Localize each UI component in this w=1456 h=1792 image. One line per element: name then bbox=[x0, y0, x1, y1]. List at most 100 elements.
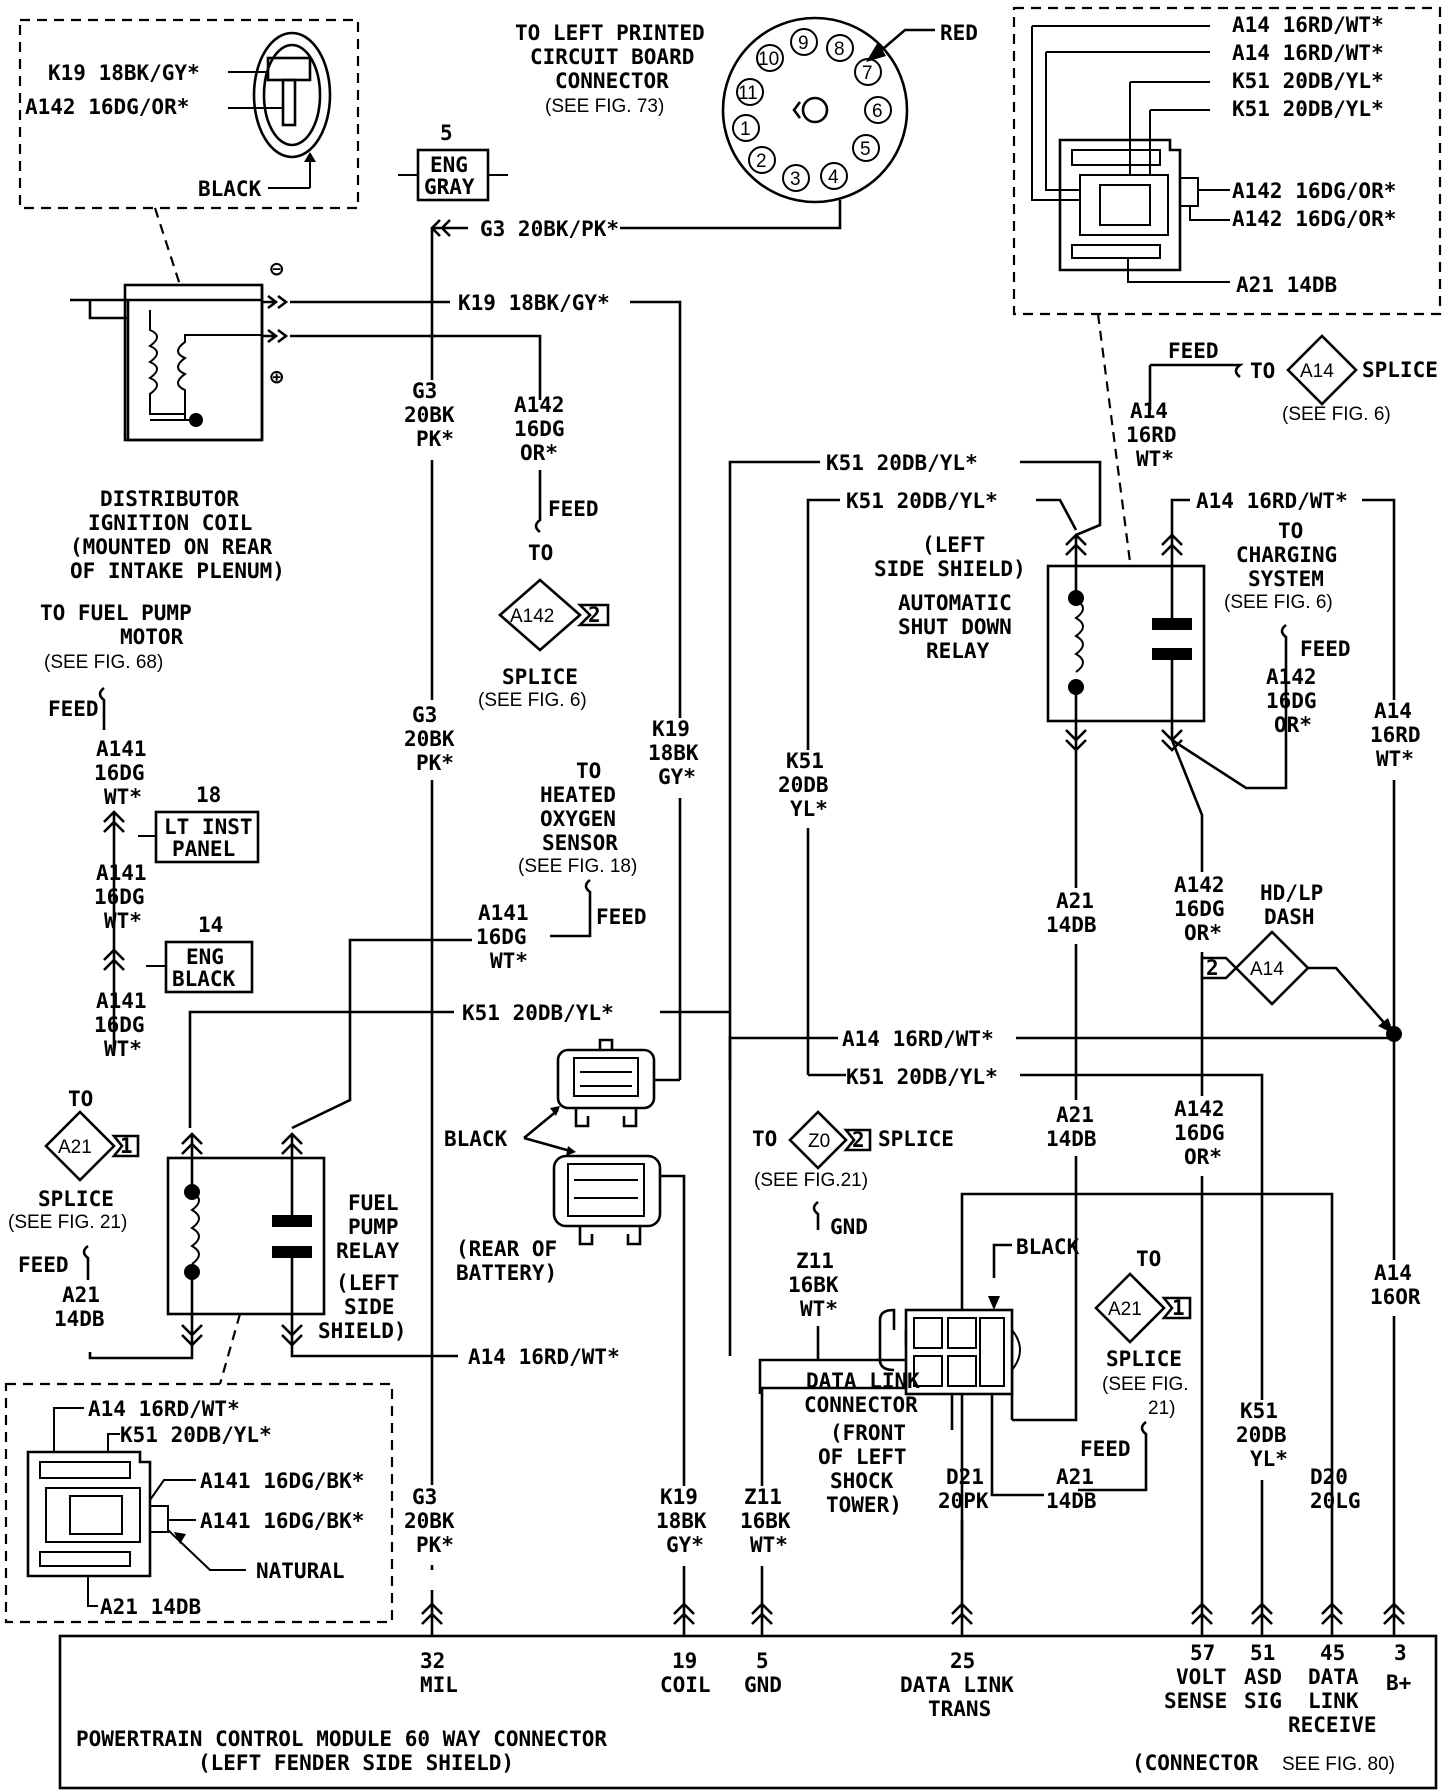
splice-a21l-wire-b: 14DB bbox=[54, 1307, 105, 1331]
wire-d21-b: 20PK bbox=[938, 1489, 989, 1513]
pcb-red-label: RED bbox=[940, 21, 978, 45]
linset-a21: A21 14DB bbox=[100, 1595, 201, 1619]
charging-a142-c: OR* bbox=[1274, 713, 1312, 737]
rinset-a142-a: A142 16DG/OR* bbox=[1232, 179, 1396, 203]
rinset-a142-b: A142 16DG/OR* bbox=[1232, 207, 1396, 231]
pcm-pin-25-label-2: TRANS bbox=[928, 1697, 991, 1721]
a141-w3-c: WT* bbox=[104, 1037, 142, 1061]
engblack-num: 14 bbox=[198, 913, 223, 937]
pcm-pin-57-label-1: VOLT bbox=[1176, 1665, 1227, 1689]
ltinst-num: 18 bbox=[196, 783, 221, 807]
pcm-connector: 32 MIL 19 COIL 5 GND 25 DATA LINK TRANS … bbox=[58, 1590, 1438, 1790]
fpr-loc-3: SHIELD) bbox=[318, 1319, 407, 1343]
pcm-pin-45-num: 45 bbox=[1320, 1641, 1345, 1665]
wire-a14-v2-b: 16RD bbox=[1370, 723, 1421, 747]
wire-a21-v3-b: 14DB bbox=[1046, 1489, 1097, 1513]
pcb-title-2: CIRCUIT BOARD bbox=[530, 45, 694, 69]
splice-a21-right: TO A21 1 SPLICE (SEE FIG. 21) FEED A21 1… bbox=[1046, 1247, 1192, 1513]
pcb-see: (SEE FIG. 73) bbox=[545, 96, 664, 117]
pcm-pin-45-label-3: RECEIVE bbox=[1288, 1713, 1377, 1737]
pcm-pin-19-label: COIL bbox=[660, 1673, 711, 1697]
wire-z11-v2-c: WT* bbox=[750, 1533, 788, 1557]
splice-a142: A142 2 SPLICE (SEE FIG. 6) bbox=[478, 578, 610, 711]
wire-a14-v1-b: 16RD bbox=[1126, 423, 1177, 447]
pcm-pin-25-num: 25 bbox=[950, 1649, 975, 1673]
splice-a142-num: 2 bbox=[588, 603, 601, 627]
battery-title-1: (REAR OF bbox=[456, 1237, 557, 1261]
asd-relay: (LEFT SIDE SHIELD) AUTOMATIC SHUT DOWN R… bbox=[874, 533, 1206, 790]
pcm-pin-5-num: 5 bbox=[756, 1649, 769, 1673]
oxy-title-1: TO bbox=[576, 759, 601, 783]
wire-z11-v2-b: 16BK bbox=[740, 1509, 791, 1533]
pcb-pin-10: 10 bbox=[758, 49, 779, 70]
splice-a21r-num: 1 bbox=[1172, 1296, 1185, 1320]
lt-inst-panel-connector: 18 LT INST PANEL bbox=[138, 783, 260, 864]
pcb-pin-5: 5 bbox=[860, 139, 871, 160]
pcm-pin-32-num: 32 bbox=[420, 1649, 445, 1673]
wire-g3-v3-c: PK* bbox=[416, 1533, 454, 1557]
eng-gray-line1: ENG bbox=[430, 153, 468, 177]
pcb-pin-2: 2 bbox=[756, 151, 767, 172]
splice-z0: TO Z0 2 SPLICE (SEE FIG.21) GND bbox=[752, 1110, 954, 1239]
asd-loc-1: (LEFT bbox=[922, 533, 985, 557]
fuel-pump-motor-ref: TO FUEL PUMP MOTOR (SEE FIG. 68) FEED bbox=[40, 601, 192, 730]
wire-a14-h3: A14 16RD/WT* bbox=[468, 1345, 620, 1369]
fpr-title-3: RELAY bbox=[336, 1239, 400, 1263]
fpr-title-2: PUMP bbox=[348, 1215, 399, 1239]
rinset-a14-b: A14 16RD/WT* bbox=[1232, 41, 1384, 65]
pcm-pin-32-label: MIL bbox=[420, 1673, 458, 1697]
wire-g3-v3-a: G3 bbox=[412, 1485, 437, 1509]
fpr-loc-1: (LEFT bbox=[336, 1271, 399, 1295]
wire-z11-v1-c: WT* bbox=[800, 1297, 838, 1321]
wire-k51-h3: K51 20DB/YL* bbox=[462, 1001, 614, 1025]
splice-a14-see: (SEE FIG. 6) bbox=[1282, 404, 1391, 425]
a141-w2-a: A141 bbox=[96, 861, 147, 885]
a141-w3-b: 16DG bbox=[94, 1013, 145, 1037]
charging-feed: FEED bbox=[1300, 637, 1351, 661]
a141-w1-b: 16DG bbox=[94, 761, 145, 785]
pcm-pin-19-num: 19 bbox=[672, 1649, 697, 1673]
pcm-pin-25-label-1: DATA LINK bbox=[900, 1673, 1014, 1697]
wire-k51-v2-c: YL* bbox=[1250, 1447, 1288, 1471]
wire-a21-v2-a: A21 bbox=[1056, 1103, 1094, 1127]
a141-w2-c: WT* bbox=[104, 909, 142, 933]
wire-a142-v3-c: OR* bbox=[1184, 921, 1222, 945]
pcb-pin-8: 8 bbox=[834, 39, 845, 60]
a141-w3-a: A141 bbox=[96, 989, 147, 1013]
asd-loc-2: SIDE SHIELD) bbox=[874, 557, 1026, 581]
wire-k19-top-label: K19 18BK/GY* bbox=[458, 291, 610, 315]
battery-connectors: BLACK (REAR OF BATTERY) bbox=[444, 1038, 662, 1285]
wire-a141-h-c: WT* bbox=[490, 949, 528, 973]
splice-a21l-feed: FEED bbox=[18, 1253, 69, 1277]
wire-z11-v2-a: Z11 bbox=[744, 1485, 782, 1509]
splice-a21r-to: TO bbox=[1136, 1247, 1161, 1271]
wire-a141-h-b: 16DG bbox=[476, 925, 527, 949]
charging-title-3: SYSTEM bbox=[1248, 567, 1324, 591]
wire-g3-v1-b: 20BK bbox=[404, 403, 455, 427]
pcb-pin-4: 4 bbox=[828, 167, 839, 188]
pcb-pin-7: 7 bbox=[862, 63, 873, 84]
coil-inset-a142-label: A142 16DG/OR* bbox=[25, 95, 189, 119]
pcm-location: (LEFT FENDER SIDE SHIELD) bbox=[198, 1751, 514, 1775]
wire-d21-a: D21 bbox=[946, 1465, 984, 1489]
wire-a21-v1-b: 14DB bbox=[1046, 913, 1097, 937]
wire-k19-v2-c: GY* bbox=[666, 1533, 704, 1557]
engblack-line1: ENG bbox=[186, 945, 224, 969]
charging-title-1: TO bbox=[1278, 519, 1303, 543]
battery-black-label: BLACK bbox=[444, 1127, 508, 1151]
fpm-title-1: TO FUEL PUMP bbox=[40, 601, 192, 625]
wire-a141-h-a: A141 bbox=[478, 901, 529, 925]
dlc-title-5: SHOCK bbox=[830, 1469, 894, 1493]
wire-a21-v3-a: A21 bbox=[1056, 1465, 1094, 1489]
pcm-pin-45-label-1: DATA bbox=[1308, 1665, 1359, 1689]
rinset-a14-a: A14 16RD/WT* bbox=[1232, 13, 1384, 37]
wire-a142-v-a: A142 bbox=[514, 393, 565, 417]
pcm-title: POWERTRAIN CONTROL MODULE 60 WAY CONNECT… bbox=[76, 1727, 607, 1751]
splice-a21l-to: TO bbox=[68, 1087, 93, 1111]
dlc-title-1: DATA LINK bbox=[806, 1369, 920, 1393]
data-link-connector: BLACK DATA LINK CONNECTOR (FRONT OF LEFT… bbox=[758, 1192, 1334, 1590]
wire-a14-v3-a: A14 bbox=[1374, 1261, 1412, 1285]
pcb-pin-3: 3 bbox=[790, 169, 801, 190]
splice-a21-left: TO A21 1 SPLICE (SEE FIG. 21) FEED A21 1… bbox=[8, 1087, 140, 1331]
fuel-pump-relay: FUEL PUMP RELAY (LEFT SIDE SHIELD) bbox=[166, 1132, 407, 1347]
